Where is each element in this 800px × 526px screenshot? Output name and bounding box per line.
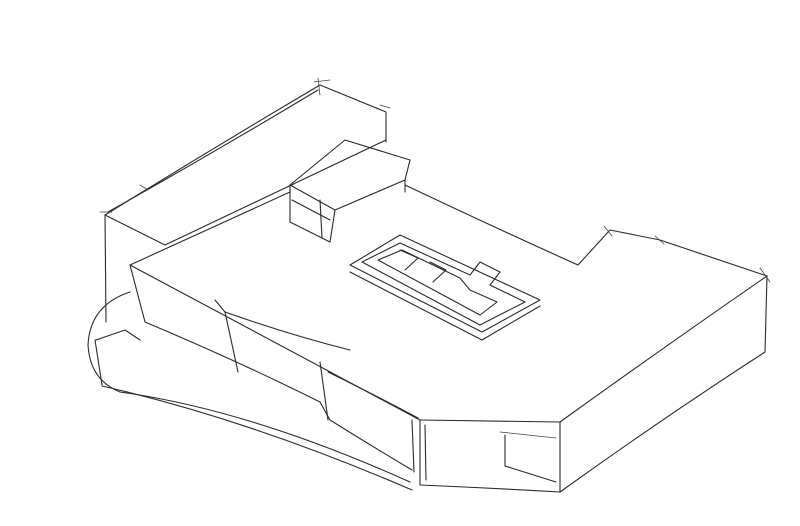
raised-box [289, 139, 411, 243]
sunken-pattern [349, 234, 541, 341]
lower-ring [87, 291, 413, 491]
main-platform [129, 184, 771, 493]
stepped-front [129, 264, 421, 473]
upper-terrace [99, 77, 391, 323]
